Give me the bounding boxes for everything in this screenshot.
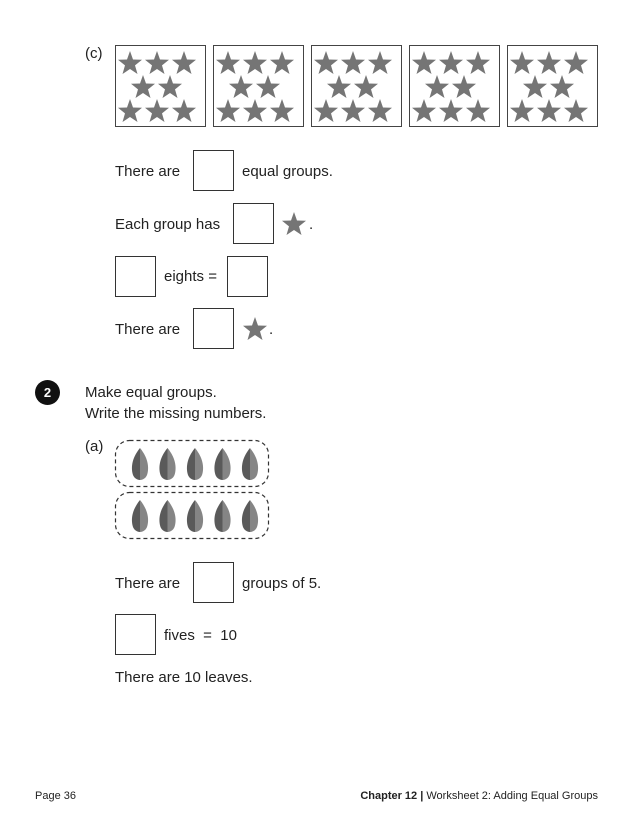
star-icon <box>368 99 392 122</box>
star-icon <box>229 75 253 98</box>
part-c-line4-end: . <box>269 321 274 338</box>
star-icon <box>216 99 240 122</box>
star-icon <box>118 99 142 122</box>
part-c-line4-start: There are <box>115 321 181 338</box>
star-icon <box>256 75 280 98</box>
part-a-line2-text: fives = 10 <box>164 627 237 644</box>
star-icon <box>368 51 392 74</box>
part-a-line1-start: There are <box>115 575 181 592</box>
footer-separator: | <box>420 790 424 802</box>
leaf-icon <box>214 500 231 532</box>
star-icon <box>243 317 267 340</box>
star-icon <box>550 75 574 98</box>
star-group-box <box>213 45 304 127</box>
question-number-badge: 2 <box>35 380 60 405</box>
footer-worksheet-title: Worksheet 2: Adding Equal Groups <box>426 790 598 802</box>
star-icon <box>216 51 240 74</box>
part-c-line3-text: eights = <box>164 268 217 285</box>
part-c-line1-start: There are <box>115 163 181 180</box>
dashed-group-outline <box>114 439 270 488</box>
star-icon <box>341 99 365 122</box>
star-icon <box>466 99 490 122</box>
star-icon <box>270 51 294 74</box>
star-icon <box>439 99 463 122</box>
leaf-group <box>114 491 270 540</box>
star-icon <box>564 99 588 122</box>
part-a-line1-end: groups of 5. <box>242 575 322 592</box>
star-icon <box>270 99 294 122</box>
star-icon <box>452 75 476 98</box>
star-icon <box>145 99 169 122</box>
leaf-icon <box>214 448 231 480</box>
question2-instruction1: Make equal groups. <box>85 384 217 401</box>
star-icon <box>510 99 534 122</box>
star-icon <box>354 75 378 98</box>
part-c-label: (c) <box>85 45 103 62</box>
leaf-icon <box>159 500 176 532</box>
star-icon <box>510 51 534 74</box>
dashed-group-outline <box>114 491 270 540</box>
answer-box-per-group[interactable] <box>233 203 274 244</box>
star-icon <box>537 51 561 74</box>
star-icon <box>314 99 338 122</box>
star-icon <box>243 99 267 122</box>
question2-instruction2: Write the missing numbers. <box>85 405 267 422</box>
star-group-box <box>311 45 402 127</box>
answer-box-eights-total[interactable] <box>227 256 268 297</box>
star-group-box <box>409 45 500 127</box>
leaf-icon <box>186 500 204 532</box>
star-icon <box>466 51 490 74</box>
star-icon <box>131 75 155 98</box>
star-icon <box>439 51 463 74</box>
star-group-box <box>115 45 206 127</box>
part-a-line3-text: There are 10 leaves. <box>115 669 253 686</box>
star-icon <box>564 51 588 74</box>
star-icon <box>425 75 449 98</box>
leaf-icon <box>131 500 149 532</box>
star-icon <box>172 51 196 74</box>
leaf-icon <box>241 500 259 532</box>
star-icon <box>172 99 196 122</box>
leaf-group <box>114 439 270 488</box>
star-icon <box>118 51 142 74</box>
answer-box-total-stars[interactable] <box>193 308 234 349</box>
leaf-icon <box>186 448 204 480</box>
star-icon <box>243 51 267 74</box>
leaf-icon <box>241 448 259 480</box>
part-c-line2-end: . <box>309 216 314 233</box>
star-icon <box>145 51 169 74</box>
leaf-icon <box>159 448 176 480</box>
star-icon <box>282 212 306 235</box>
star-icon <box>523 75 547 98</box>
answer-box-groups-of-5[interactable] <box>193 562 234 603</box>
leaf-icon <box>131 448 149 480</box>
page-number: Page 36 <box>35 790 76 802</box>
footer-chapter: Chapter 12 | Worksheet 2: Adding Equal G… <box>360 790 598 802</box>
footer-chapter-title: Chapter 12 <box>360 790 418 802</box>
part-c-line2-start: Each group has <box>115 216 221 233</box>
part-c-line1-end: equal groups. <box>242 163 333 180</box>
star-icon <box>412 99 436 122</box>
star-icon <box>314 51 338 74</box>
part-a-label: (a) <box>85 438 104 455</box>
answer-box-fives[interactable] <box>115 614 156 655</box>
answer-box-groups[interactable] <box>193 150 234 191</box>
star-icon <box>327 75 351 98</box>
star-icon <box>341 51 365 74</box>
answer-box-eights-count[interactable] <box>115 256 156 297</box>
star-icon <box>537 99 561 122</box>
star-icon <box>412 51 436 74</box>
star-icon <box>158 75 182 98</box>
star-group-box <box>507 45 598 127</box>
